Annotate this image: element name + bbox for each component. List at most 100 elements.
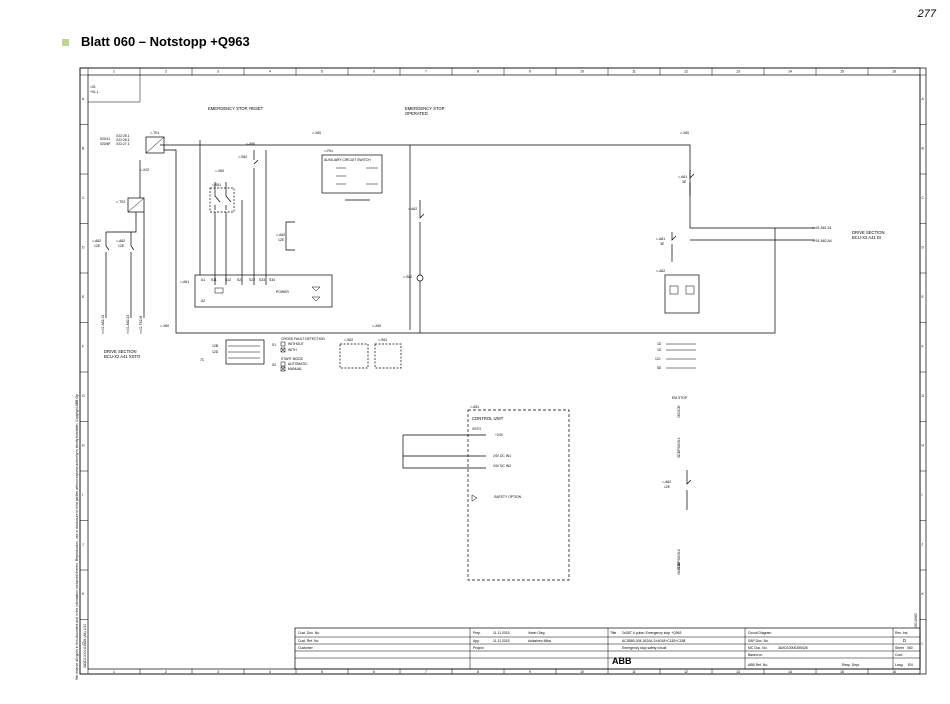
code-2: XDDFSG06:2 <box>677 549 681 570</box>
checkbox-manual[interactable] <box>280 366 286 372</box>
grid-col-label: 10 <box>580 670 584 674</box>
tb-prep-name: Vanin Oleg <box>528 631 545 635</box>
tb-lang-value: EN <box>908 663 913 667</box>
grid-col-label: 16 <box>892 670 896 674</box>
relay-power: POWER <box>276 290 289 294</box>
tb-prep: Prep. <box>473 631 481 635</box>
label-automatic: AUTOMATIC <box>288 362 308 366</box>
ref-a62-3e: =-A62 <box>408 207 417 211</box>
page-title-text: Blatt 060 – Notstopp +Q963 <box>81 34 250 49</box>
grid-row-label: B <box>82 146 85 150</box>
ref-x60-4: =-X60 <box>680 131 689 135</box>
drawing-frame <box>79 67 921 675</box>
ref-x22-27: X22:27.1 <box>116 142 130 146</box>
tb-sap: SAP Doc. No. <box>748 639 769 643</box>
ref-020-6f: 020/6F <box>100 142 111 146</box>
grid-col-label: 1 <box>113 670 115 674</box>
grid-col-label: 5 <box>321 70 323 74</box>
ref-a61-relay: =-A61 <box>180 280 189 284</box>
tb-doc-type: Circuit Diagram <box>748 631 772 635</box>
tb-abb-ref: ABB Ref. No. <box>748 663 768 667</box>
label-drive-section-left-1: DRIVE SECTION <box>104 349 137 354</box>
grid-row-label: A <box>922 97 925 101</box>
ref-1d-1: 1D <box>657 342 662 346</box>
symbol-s62 <box>339 343 369 369</box>
ref-a62-right: =-A62 <box>656 269 665 273</box>
grid-col-label: 2 <box>165 670 167 674</box>
ref-060-13e: 060/13E <box>677 562 681 575</box>
grid-row-label: E <box>922 295 925 299</box>
grid-col-label: 3 <box>217 70 219 74</box>
tb-cust-doc: Cust. Doc. No. <box>298 631 320 635</box>
checkbox-without[interactable] <box>280 341 286 347</box>
control-unit-a51 <box>467 409 570 581</box>
grid-row-label: J <box>82 542 84 546</box>
grid-col-label: 12 <box>684 70 688 74</box>
grid-row-label: F <box>82 344 84 348</box>
ref-s61: =-S61 <box>212 183 221 187</box>
checkbox-automatic[interactable] <box>280 361 286 367</box>
tb-prep-date: 11.11.2015 <box>493 631 510 635</box>
abb-logo: ABB <box>612 656 632 666</box>
ref-a62-left: =-A62 <box>92 239 101 243</box>
pin-a2: A2 <box>201 299 205 303</box>
grid-col-label: 16 <box>892 70 896 74</box>
grid-row-label: I <box>922 493 923 497</box>
ref-s62-lamp: =-S62 <box>403 275 412 279</box>
ref-a62-13: >=01 A62.13 <box>101 315 105 334</box>
ref-a61-24: >=01 A61.24 <box>812 226 831 230</box>
ref-a62-em: =-A62 <box>662 480 671 484</box>
ref-12e-left: 12E <box>94 244 101 248</box>
tb-sheet-value: 060 <box>907 646 913 650</box>
tb-sheet-label: Sheet <box>895 646 904 650</box>
grid-col-label: 6 <box>373 670 375 674</box>
grid-col-label: 9 <box>529 70 531 74</box>
drawing-code: 060.DWG <box>914 613 918 628</box>
label-dc-in1: 24V DC IN1 <box>493 454 511 458</box>
tb-project: Project <box>473 646 484 650</box>
grid-col-label: 11 <box>632 670 636 674</box>
ref-3e-2: 3E <box>660 242 665 246</box>
grid-col-label: 13 <box>736 70 740 74</box>
grid-col-label: 15 <box>840 670 844 674</box>
grid-row-label: I <box>82 493 83 497</box>
grid-col-label: 14 <box>788 670 792 674</box>
code-1: XDDFSG06:1 <box>677 437 681 458</box>
ref-a62-left2: =-A62 <box>116 239 125 243</box>
checkbox-with[interactable] <box>280 347 286 353</box>
ref-12j: 12J <box>655 357 661 361</box>
label-drive-section-left-2: BCU-X2 A41 XSTO <box>104 354 141 359</box>
ref-12e-mid: 12E <box>278 238 285 242</box>
ref-x60-1: =-X60 <box>312 131 321 135</box>
grid-col-label: 14 <box>788 70 792 74</box>
ref-a61-3e-2: =-A61 <box>656 237 665 241</box>
grid-col-label: 10 <box>580 70 584 74</box>
grid-row-label: L <box>82 641 84 645</box>
tb-cont-label: Cont. <box>895 653 903 657</box>
label-aux-switch: AUXILIARY CIRCUIT SWITCH <box>324 158 371 162</box>
page-title: Blatt 060 – Notstopp +Q963 <box>62 34 250 49</box>
pin-s12: S12 <box>225 278 231 282</box>
corner-label-1: =01 <box>90 85 96 89</box>
label-safety-option: SAFETY OPTION <box>494 495 522 499</box>
grid-row-label: D <box>82 245 85 249</box>
form-code: 3AXD10000116426 (A4) 1/10 <box>83 624 87 668</box>
copyright-note: We reserve all rights in this document a… <box>75 394 79 680</box>
label-cross-fault: CROSS FAULT DETECTION <box>281 337 325 341</box>
tb-app-name: Asikainen Mika <box>528 639 551 643</box>
grid-row-label: H <box>82 443 85 447</box>
pin-a1: A1 <box>201 278 205 282</box>
ref-s61-sym: =-S61 <box>378 338 387 342</box>
grid-col-label: 2 <box>165 70 167 74</box>
label-without: WITHOUT <box>288 342 304 346</box>
pin-s34: S34 <box>269 278 275 282</box>
corner-label-2: +01.1 <box>90 90 99 94</box>
lamp-s62 <box>416 274 424 282</box>
ref-a62-128: =-A62 <box>276 233 285 237</box>
grid-col-label: 9 <box>529 670 531 674</box>
ref-x60-2: =-X60 <box>246 142 255 146</box>
ref-x22: =-X22 <box>140 168 149 172</box>
grid-row-label: L <box>922 641 924 645</box>
ref-a61-3e-1: =-A61 <box>678 175 687 179</box>
ref-3e-1: 3E <box>682 180 687 184</box>
